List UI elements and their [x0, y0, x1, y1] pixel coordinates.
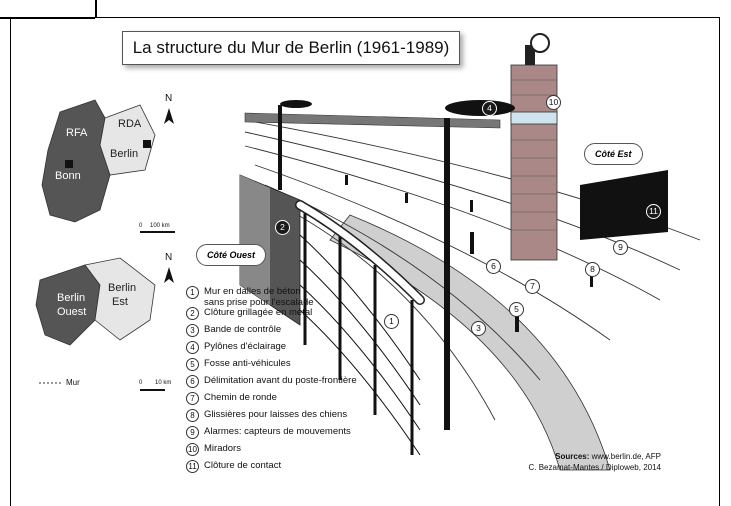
figure-frame	[10, 17, 720, 506]
legend-text: Alarmes: capteurs de mouvements	[204, 426, 351, 437]
legend-item-6: 6 Délimitation avant du poste-frontière	[186, 375, 357, 388]
legend-text-2: sans prise pour l'escalade	[204, 297, 314, 308]
back-wall	[244, 112, 501, 129]
marker-4: 4	[482, 101, 497, 116]
map2-berlin-ouest-2: Ouest	[57, 306, 87, 318]
map-rfa	[41, 99, 111, 223]
marker-10: 10	[546, 95, 561, 110]
watchtower	[510, 64, 558, 261]
legend-num: 1	[186, 286, 199, 299]
legend-item-10: 10 Miradors	[186, 443, 241, 456]
legend-num: 6	[186, 375, 199, 388]
map2-scale: 10 km	[155, 380, 172, 386]
curve-line	[244, 131, 681, 271]
legend-num: 10	[186, 443, 199, 456]
map2-berlin-est-1: Berlin	[108, 282, 137, 294]
legend-text: Fosse anti-véhicules	[204, 358, 291, 369]
map2-mur-legend: Mur	[66, 378, 80, 387]
legend-text: Glissières pour laisses des chiens	[204, 409, 348, 420]
legend-item-9: 9 Alarmes: capteurs de mouvements	[186, 426, 351, 439]
legend-item-1: 1 Mur en dalles de béton sans prise pour…	[186, 286, 314, 308]
sources-label: Sources:	[555, 452, 590, 461]
page-title: La structure du Mur de Berlin (1961-1989…	[122, 31, 460, 65]
legend-num: 2	[186, 307, 199, 320]
map2-berlin-est-2: Est	[112, 296, 128, 308]
legend-num: 3	[186, 324, 199, 337]
legend-item-8: 8 Glissières pour laisses des chiens	[186, 409, 347, 422]
map1-north: N	[165, 93, 173, 104]
map2-north: N	[165, 252, 173, 263]
map1-rda: RDA	[118, 118, 142, 130]
map-berlin-ouest	[35, 264, 101, 346]
watchtower-roof	[525, 45, 535, 65]
map1-rfa: RFA	[66, 127, 88, 139]
legend-num: 8	[186, 409, 199, 422]
legend-num: 5	[186, 358, 199, 371]
map1-scale: 100 km	[150, 223, 170, 229]
north-arrow	[164, 267, 174, 283]
legend-text: Clôture de contact	[204, 460, 282, 471]
legend-num: 7	[186, 392, 199, 405]
sources-block: Sources: www.berlin.de, AFP C. Bezamat-M…	[528, 451, 661, 473]
legend-item-2: 2 Clôture grillagée en métal	[186, 307, 312, 320]
frame-tick	[95, 0, 97, 17]
curve-line	[244, 145, 661, 301]
marker-3: 3	[471, 321, 486, 336]
map-rda	[99, 104, 156, 176]
map1-scale-zero: 0	[139, 223, 143, 229]
contact-fence	[580, 170, 668, 240]
legend-text: Miradors	[204, 443, 241, 454]
legend-text: Chemin de ronde	[204, 392, 277, 403]
marker-11: 11	[646, 204, 661, 219]
searchlight	[530, 33, 550, 53]
map1-berlin: Berlin	[110, 148, 139, 160]
marker-2: 2	[275, 220, 290, 235]
legend-text: Clôture grillagée en métal	[204, 307, 313, 318]
legend-text: Bande de contrôle	[204, 324, 282, 335]
map2-berlin-ouest-1: Berlin	[57, 292, 86, 304]
bonn-marker	[65, 160, 73, 168]
marker-6: 6	[486, 259, 501, 274]
marker-8: 8	[585, 262, 600, 277]
curve-line	[279, 204, 496, 421]
berlin-marker	[143, 140, 151, 148]
legend-num: 11	[186, 460, 199, 473]
sources-text: www.berlin.de, AFP	[589, 452, 661, 461]
legend-item-11: 11 Clôture de contact	[186, 460, 281, 473]
legend-num: 4	[186, 341, 199, 354]
map-berlin-est	[84, 257, 156, 341]
patrol-road	[329, 214, 611, 471]
legend-item-3: 3 Bande de contrôle	[186, 324, 281, 337]
legend-item-7: 7 Chemin de ronde	[186, 392, 277, 405]
curve-line	[254, 164, 611, 341]
legend-text: Mur en dalles de béton	[204, 286, 301, 297]
north-arrow	[164, 108, 174, 124]
legend-num: 9	[186, 426, 199, 439]
marker-9: 9	[613, 240, 628, 255]
map2-scale-zero: 0	[139, 380, 143, 386]
watchtower-window	[510, 111, 558, 125]
cote-est-label: Côté Est	[584, 143, 643, 165]
legend-item-4: 4 Pylônes d'éclairage	[186, 341, 286, 354]
marker-7: 7	[525, 279, 540, 294]
legend-item-5: 5 Fosse anti-véhicules	[186, 358, 291, 371]
marker-1: 1	[384, 314, 399, 329]
sources-credit: C. Bezamat-Mantes / Diploweb, 2014	[528, 463, 661, 472]
legend-text: Pylônes d'éclairage	[204, 341, 287, 352]
cote-ouest-label: Côté Ouest	[196, 244, 267, 266]
legend-text: Délimitation avant du poste-frontière	[204, 375, 357, 386]
marker-5: 5	[509, 302, 524, 317]
map1-bonn: Bonn	[55, 170, 81, 182]
